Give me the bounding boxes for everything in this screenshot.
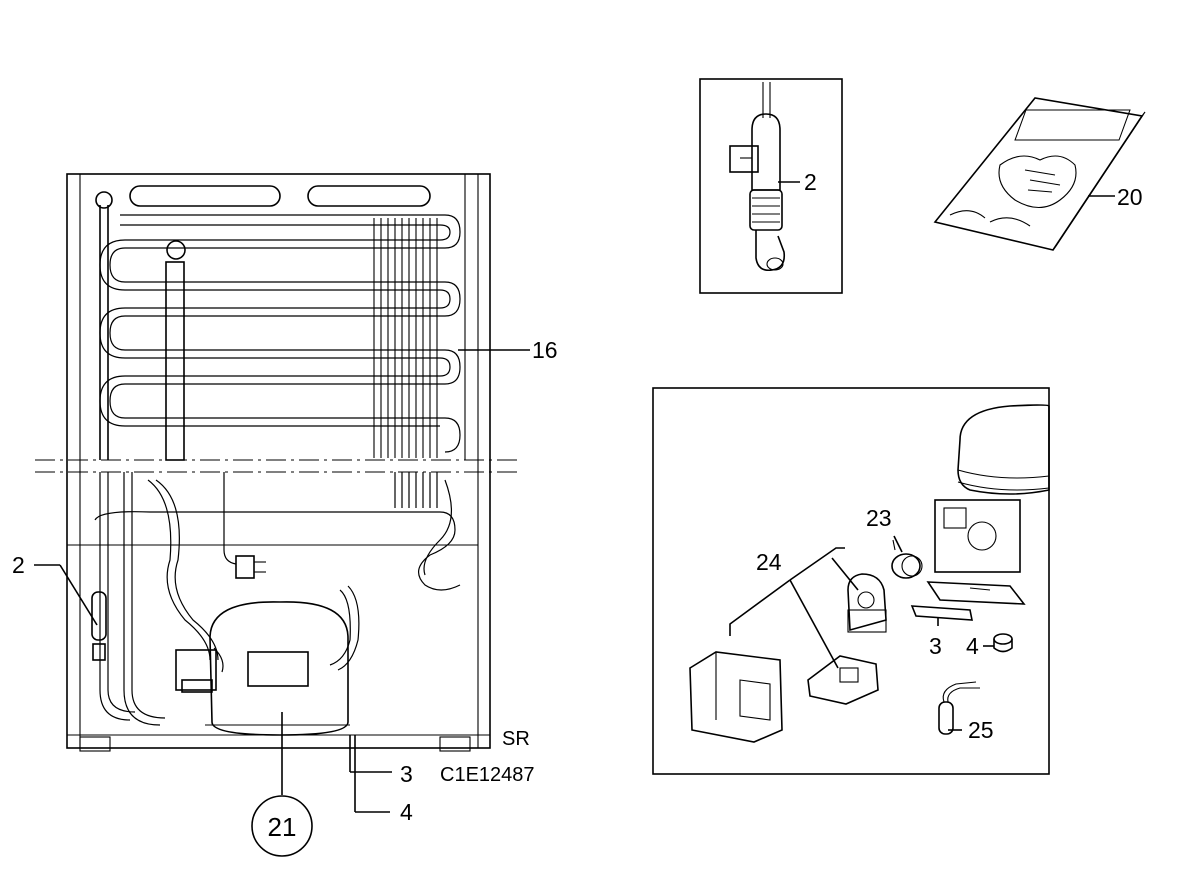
compressor-body [175,585,360,736]
label-evaporator: 16 [532,337,558,363]
label-compressor: 21 [268,812,297,842]
label-kit-grommet: 3 [929,633,942,659]
evaporator-coil [99,214,461,458]
compressor-callout-circle [251,795,313,857]
label-drawing-code: C1E12487 [440,764,535,786]
label-capacitor: 25 [968,717,994,743]
label-model-suffix: SR [502,728,530,750]
label-bushing: 4 [400,799,413,825]
capacitor-part [938,701,954,735]
fridge-rear-view [34,173,530,857]
relay-part [891,553,921,579]
label-inset-sensor: 2 [804,169,817,195]
label-grommet: 3 [400,761,413,787]
sensor-detail-inset [699,78,843,294]
label-starter-cover: 24 [756,549,782,575]
label-kit-bushing: 4 [966,633,979,659]
vent-slot [129,185,281,207]
cabinet-outline [66,173,491,749]
label-sensor: 2 [12,552,25,578]
label-manual: 20 [1117,184,1143,210]
sensor-probe [91,591,107,641]
compressor-kit-inset [652,387,1050,775]
label-relay: 23 [866,505,892,531]
vent-slot [307,185,431,207]
manual-booklet [933,97,1146,251]
